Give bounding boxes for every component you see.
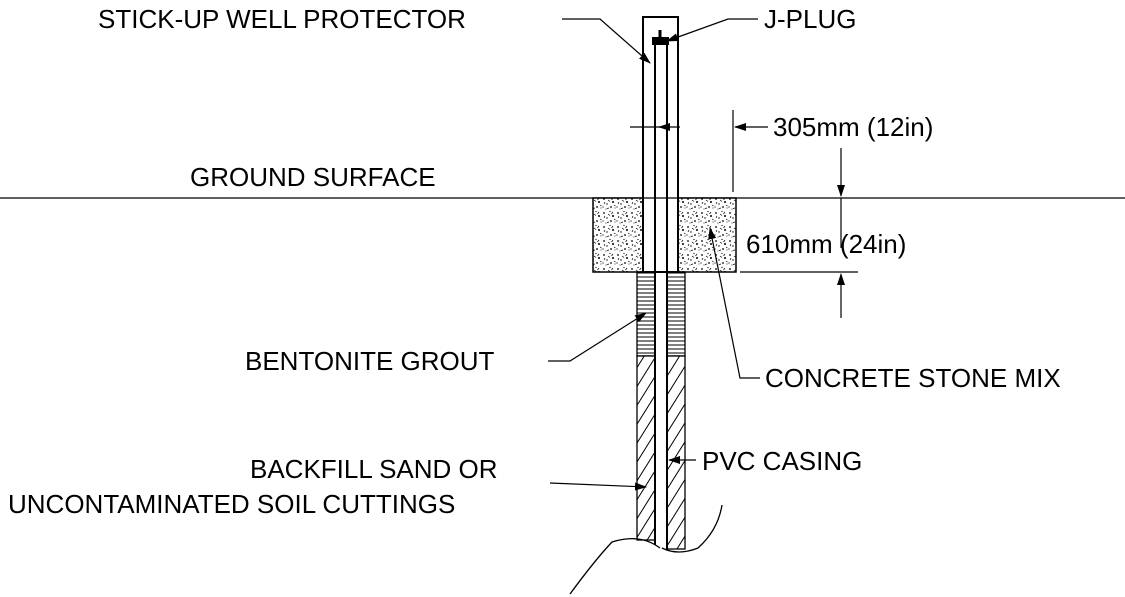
bentonite-grout-right <box>666 271 686 357</box>
ground-surface-label: GROUND SURFACE <box>190 162 436 192</box>
well-protector-label: STICK-UP WELL PROTECTOR <box>98 4 466 34</box>
backfill-label-line2: UNCONTAMINATED SOIL CUTTINGS <box>8 489 455 519</box>
concrete-pad-right <box>677 197 737 273</box>
pvc-casing-label: PVC CASING <box>702 446 862 476</box>
j-plug-label: J-PLUG <box>764 4 856 34</box>
backfill-left <box>636 355 656 541</box>
concrete-leader <box>708 227 760 379</box>
j-plug <box>652 37 669 45</box>
backfill-leader <box>549 482 647 491</box>
j-plug-leader <box>666 18 758 42</box>
backfill-right <box>666 355 686 550</box>
concrete-pad-left <box>592 197 644 273</box>
break-line-right <box>661 504 723 553</box>
backfill-label-line1: BACKFILL SAND OR <box>250 454 498 484</box>
bentonite-grout-left <box>636 271 656 357</box>
depth-dimension-label: 610mm (24in) <box>746 229 906 259</box>
well-protector-leader <box>562 18 651 64</box>
bentonite-label: BENTONITE GROUT <box>245 346 495 376</box>
width-dimension-label: 305mm (12in) <box>773 112 933 142</box>
well-protector <box>642 16 679 273</box>
bentonite-leader <box>548 312 647 362</box>
break-line-left <box>569 537 661 595</box>
concrete-label: CONCRETE STONE MIX <box>765 363 1061 393</box>
